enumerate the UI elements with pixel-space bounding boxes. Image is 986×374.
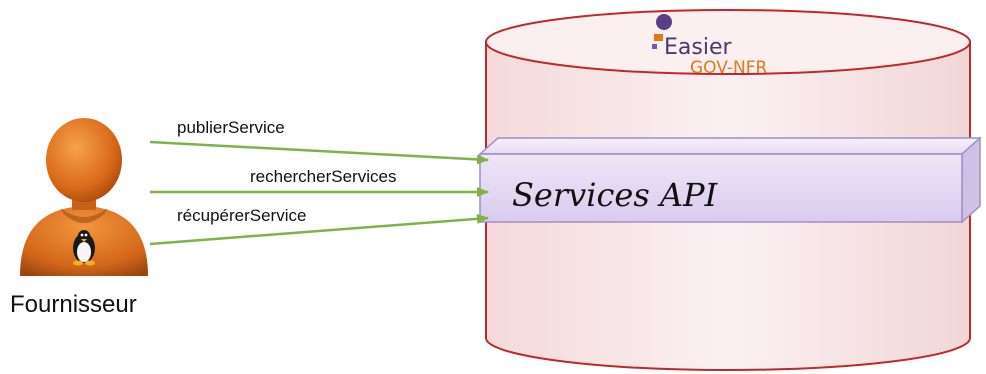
api-box-top: [478, 137, 982, 155]
arrows: publierService rechercherServices récupé…: [149, 118, 489, 246]
logo-line1: Easier: [664, 35, 732, 60]
logo-drop-icon: [656, 14, 672, 30]
arrow-publier: [149, 140, 489, 165]
api-box-front: [479, 153, 963, 223]
actor-fournisseur: Fournisseur: [10, 118, 148, 318]
api-box-side: [961, 136, 981, 224]
actor-label: Fournisseur: [10, 291, 137, 318]
api-label: Services API: [512, 176, 719, 214]
cylinder-top: [485, 9, 971, 75]
logo-line2: GOV-NFR: [690, 58, 768, 78]
arrow-label-rechercher: rechercherServices: [250, 167, 396, 186]
services-api-box: Services API: [478, 136, 982, 224]
arrow-label-recuperer: récupérerService: [177, 206, 306, 225]
easier-logo: Easier GOV-NFR: [652, 14, 768, 78]
arrow-label-publier: publierService: [177, 118, 285, 137]
arrow-recuperer: [149, 213, 489, 246]
linux-user-icon: [20, 118, 148, 276]
